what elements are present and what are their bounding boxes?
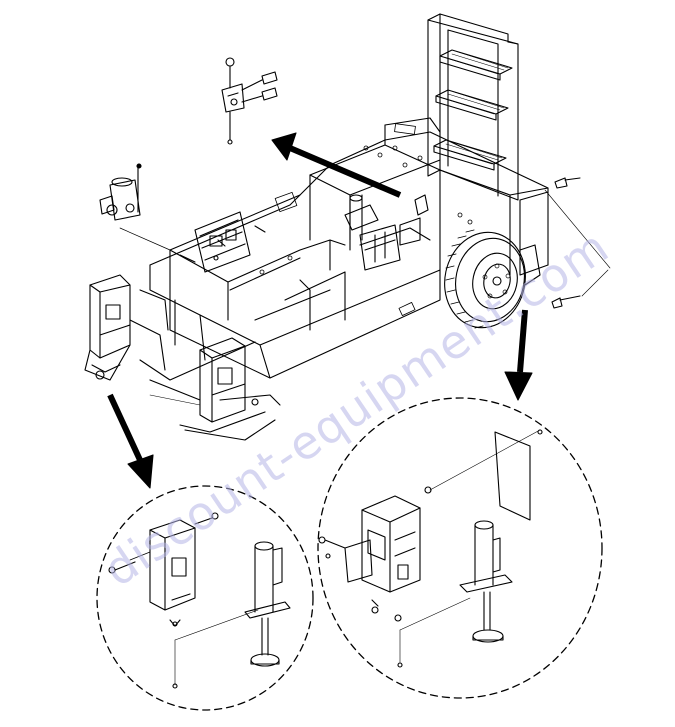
jack-stand [244, 541, 291, 667]
left-detail-inset [96, 485, 314, 711]
hardware-bracket-kit [221, 57, 278, 145]
left-outrigger-enclosure [84, 274, 131, 381]
ladder-step [439, 49, 513, 81]
ladder-step [433, 139, 507, 171]
drive-wheel [444, 229, 541, 329]
right-detail-inset [317, 397, 603, 699]
access-ladder [427, 13, 519, 201]
arrow-to-left-inset [107, 393, 154, 489]
arrow-to-right-inset [504, 309, 533, 401]
control-box [194, 211, 251, 273]
side-bolt [544, 177, 611, 269]
ladder-step [435, 89, 509, 121]
right-outrigger-enclosure [149, 337, 281, 441]
jack-stand [459, 520, 513, 643]
hydraulic-valve-assembly [99, 163, 171, 251]
side-bolt [551, 269, 609, 309]
arrow-to-bracket-kit [271, 132, 402, 198]
main-chassis [129, 117, 549, 401]
